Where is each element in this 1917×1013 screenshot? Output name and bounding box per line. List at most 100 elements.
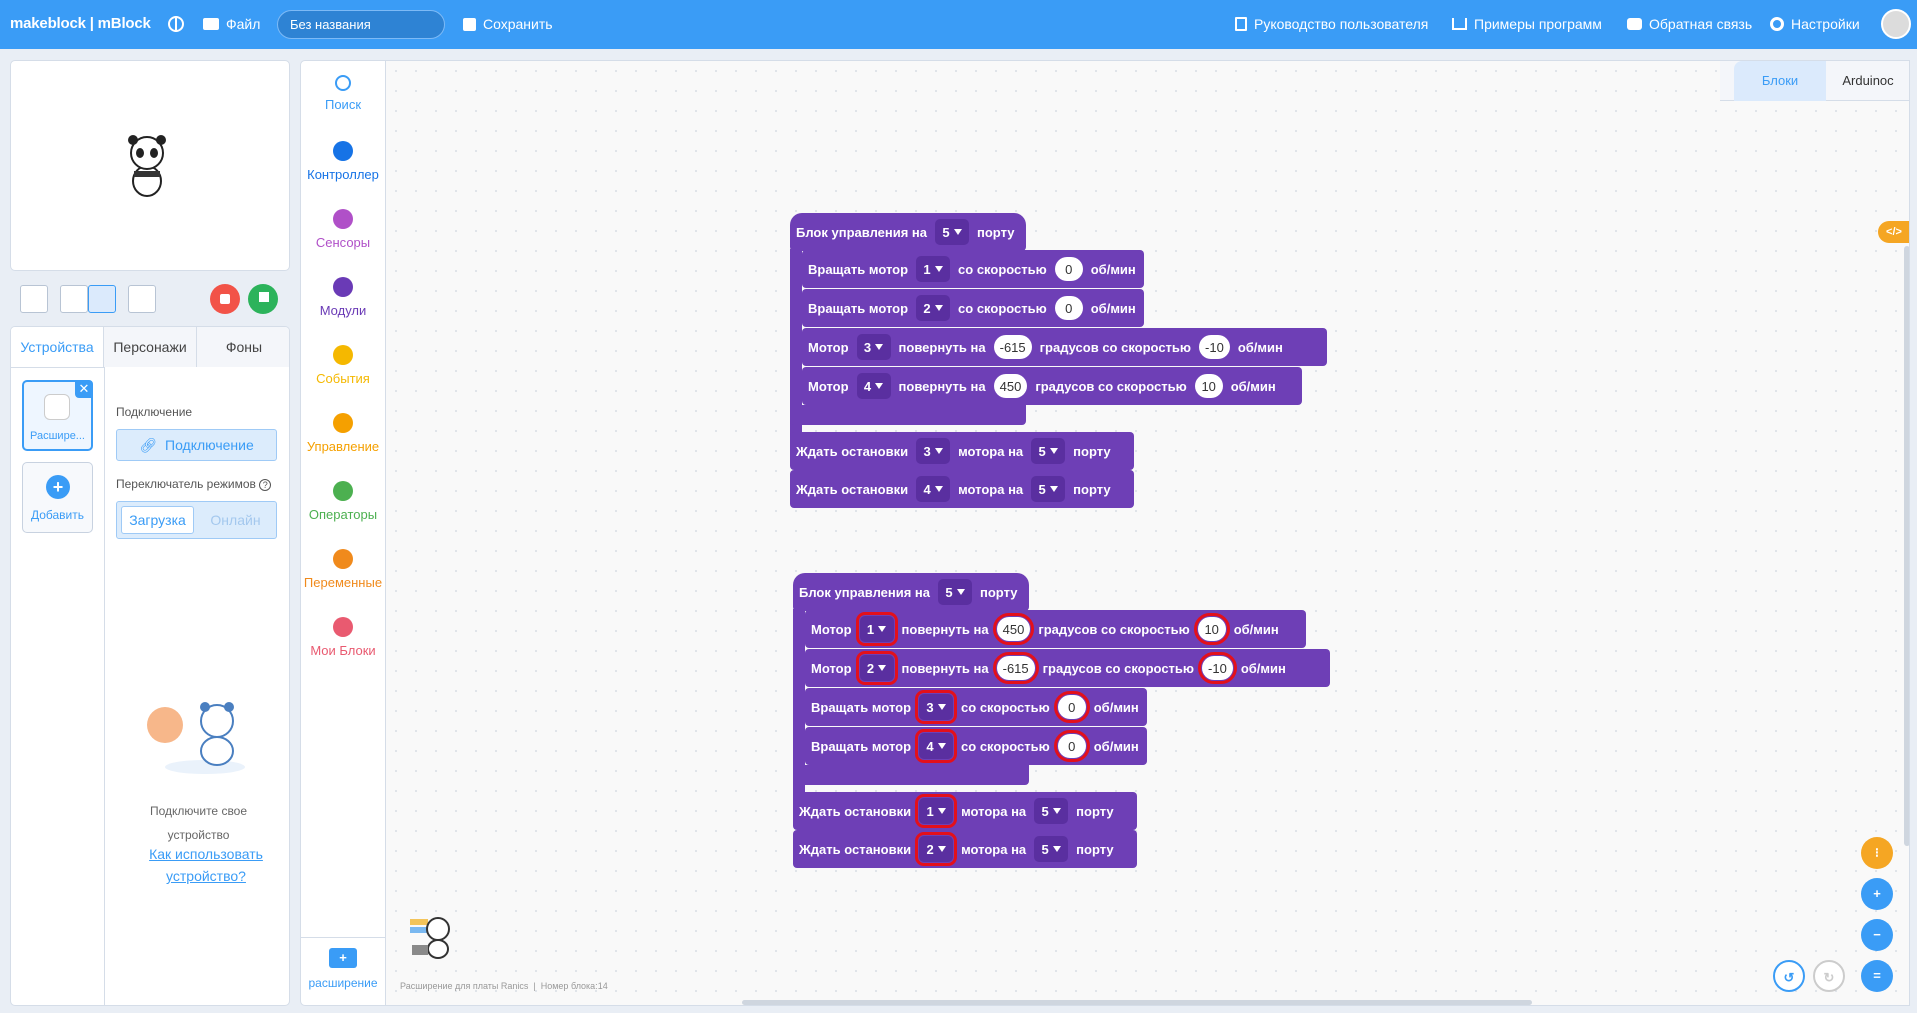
speed-input[interactable]: 0 — [1053, 691, 1090, 723]
degrees-input[interactable]: 450 — [993, 374, 1028, 398]
tab-arduino-code[interactable]: Arduinoc — [1842, 73, 1894, 88]
redo-icon[interactable]: ↻ — [1813, 960, 1845, 992]
help-icon[interactable]: ? — [259, 479, 272, 491]
close-icon[interactable]: ✕ — [75, 380, 93, 398]
language-button[interactable] — [168, 16, 184, 32]
zoom-out-icon[interactable]: − — [1861, 919, 1893, 951]
degrees-input[interactable]: 450 — [992, 613, 1035, 645]
category-events-label: События — [316, 371, 370, 386]
tab-devices[interactable]: Устройства — [11, 327, 104, 367]
undo-icon[interactable]: ↺ — [1773, 960, 1805, 992]
motor-dropdown[interactable]: 1 — [915, 794, 958, 828]
category-controller-label: Контроллер — [307, 167, 379, 182]
category-search[interactable]: Поиск — [301, 75, 385, 112]
category-operators[interactable]: Операторы — [301, 481, 385, 522]
file-menu[interactable]: Файл — [203, 16, 260, 32]
speed-input[interactable]: 0 — [1054, 257, 1083, 281]
mode-upload-button[interactable]: Загрузка — [121, 506, 194, 534]
motor-dropdown[interactable]: 4 — [916, 476, 951, 502]
motor-dropdown[interactable]: 4 — [915, 729, 958, 763]
panda-sprite[interactable] — [124, 133, 170, 199]
zoom-in-icon[interactable]: + — [1861, 878, 1893, 910]
horizontal-scrollbar[interactable] — [742, 1000, 1532, 1005]
motor-dropdown[interactable]: 3 — [856, 334, 891, 360]
grid-stage-icon[interactable] — [128, 285, 156, 313]
motor-dropdown[interactable]: 3 — [916, 438, 951, 464]
tab-blocks[interactable]: Блоки — [1734, 61, 1826, 101]
add-device-button[interactable]: + Добавить — [22, 462, 93, 533]
extension-button[interactable]: + расширение — [301, 937, 385, 1005]
clean-up-icon[interactable]: ⁝ — [1861, 837, 1893, 869]
feedback-link[interactable]: Обратная связь — [1627, 16, 1752, 32]
mode-online-button[interactable]: Онлайн — [210, 512, 261, 528]
motor-dropdown[interactable]: 2 — [915, 832, 958, 866]
normal-stage-icon[interactable] — [88, 285, 116, 313]
how-to-use-link[interactable]: Как использовать устройство? — [149, 846, 263, 884]
speed-input[interactable]: -10 — [1199, 335, 1230, 359]
speed-input[interactable]: 10 — [1193, 613, 1230, 645]
port-dropdown[interactable]: 5 — [1034, 798, 1069, 824]
motor-dropdown[interactable]: 2 — [855, 651, 898, 685]
small-stage-icon[interactable] — [60, 285, 88, 313]
category-my-blocks[interactable]: Мои Блоки — [301, 617, 385, 658]
green-flag-button[interactable] — [248, 284, 278, 314]
port-dropdown[interactable]: 5 — [938, 579, 973, 605]
category-events[interactable]: События — [301, 345, 385, 386]
motor-dropdown[interactable]: 4 — [856, 373, 891, 399]
fullscreen-icon[interactable] — [20, 285, 48, 313]
speed-input[interactable]: 10 — [1194, 374, 1223, 398]
speed-input[interactable]: 0 — [1054, 296, 1083, 320]
add-device-label: Добавить — [30, 508, 85, 522]
device-card[interactable]: ✕ Расшире... — [22, 380, 93, 451]
connect-button[interactable]: 🔗︎Подключение — [116, 429, 277, 461]
editor-tabs: Блоки Arduinoc — [1720, 61, 1909, 101]
block-text: Блок управления на — [796, 224, 928, 240]
speed-input[interactable]: 0 — [1053, 730, 1090, 762]
tab-backdrops[interactable]: Фоны — [197, 327, 289, 367]
save-button[interactable]: Сохранить — [463, 16, 553, 32]
zoom-reset-icon[interactable]: = — [1861, 960, 1893, 992]
user-avatar[interactable] — [1881, 9, 1911, 39]
motor-dropdown[interactable]: 2 — [916, 295, 951, 321]
save-label: Сохранить — [483, 16, 553, 32]
port-dropdown[interactable]: 5 — [1031, 476, 1066, 502]
code-toggle-icon[interactable]: </> — [1878, 221, 1909, 243]
motor-dropdown[interactable]: 3 — [915, 690, 958, 724]
category-control[interactable]: Управление — [301, 413, 385, 454]
category-controller[interactable]: Контроллер — [301, 141, 385, 182]
settings-link[interactable]: Настройки — [1770, 16, 1860, 32]
port-dropdown[interactable]: 5 — [1031, 438, 1066, 464]
category-modules[interactable]: Модули — [301, 277, 385, 318]
motor-dropdown[interactable]: 1 — [916, 256, 951, 282]
category-sensors[interactable]: Сенсоры — [301, 209, 385, 250]
motor-dropdown[interactable]: 1 — [855, 612, 898, 646]
stop-button[interactable] — [210, 284, 240, 314]
degrees-input[interactable]: -615 — [993, 335, 1032, 359]
degrees-input[interactable]: -615 — [992, 652, 1039, 684]
flag-icon — [259, 292, 269, 302]
category-variables[interactable]: Переменные — [301, 549, 385, 590]
speed-input[interactable]: -10 — [1198, 652, 1237, 684]
port-dropdown[interactable]: 5 — [1034, 836, 1069, 862]
project-title-input[interactable] — [277, 10, 445, 39]
tab-sprites[interactable]: Персонажи — [104, 327, 197, 367]
vertical-scrollbar[interactable] — [1904, 246, 1909, 846]
user-guide-link[interactable]: Руководство пользователя — [1235, 16, 1428, 32]
port-dropdown[interactable]: 5 — [935, 219, 970, 245]
examples-link[interactable]: Примеры программ — [1452, 16, 1602, 32]
